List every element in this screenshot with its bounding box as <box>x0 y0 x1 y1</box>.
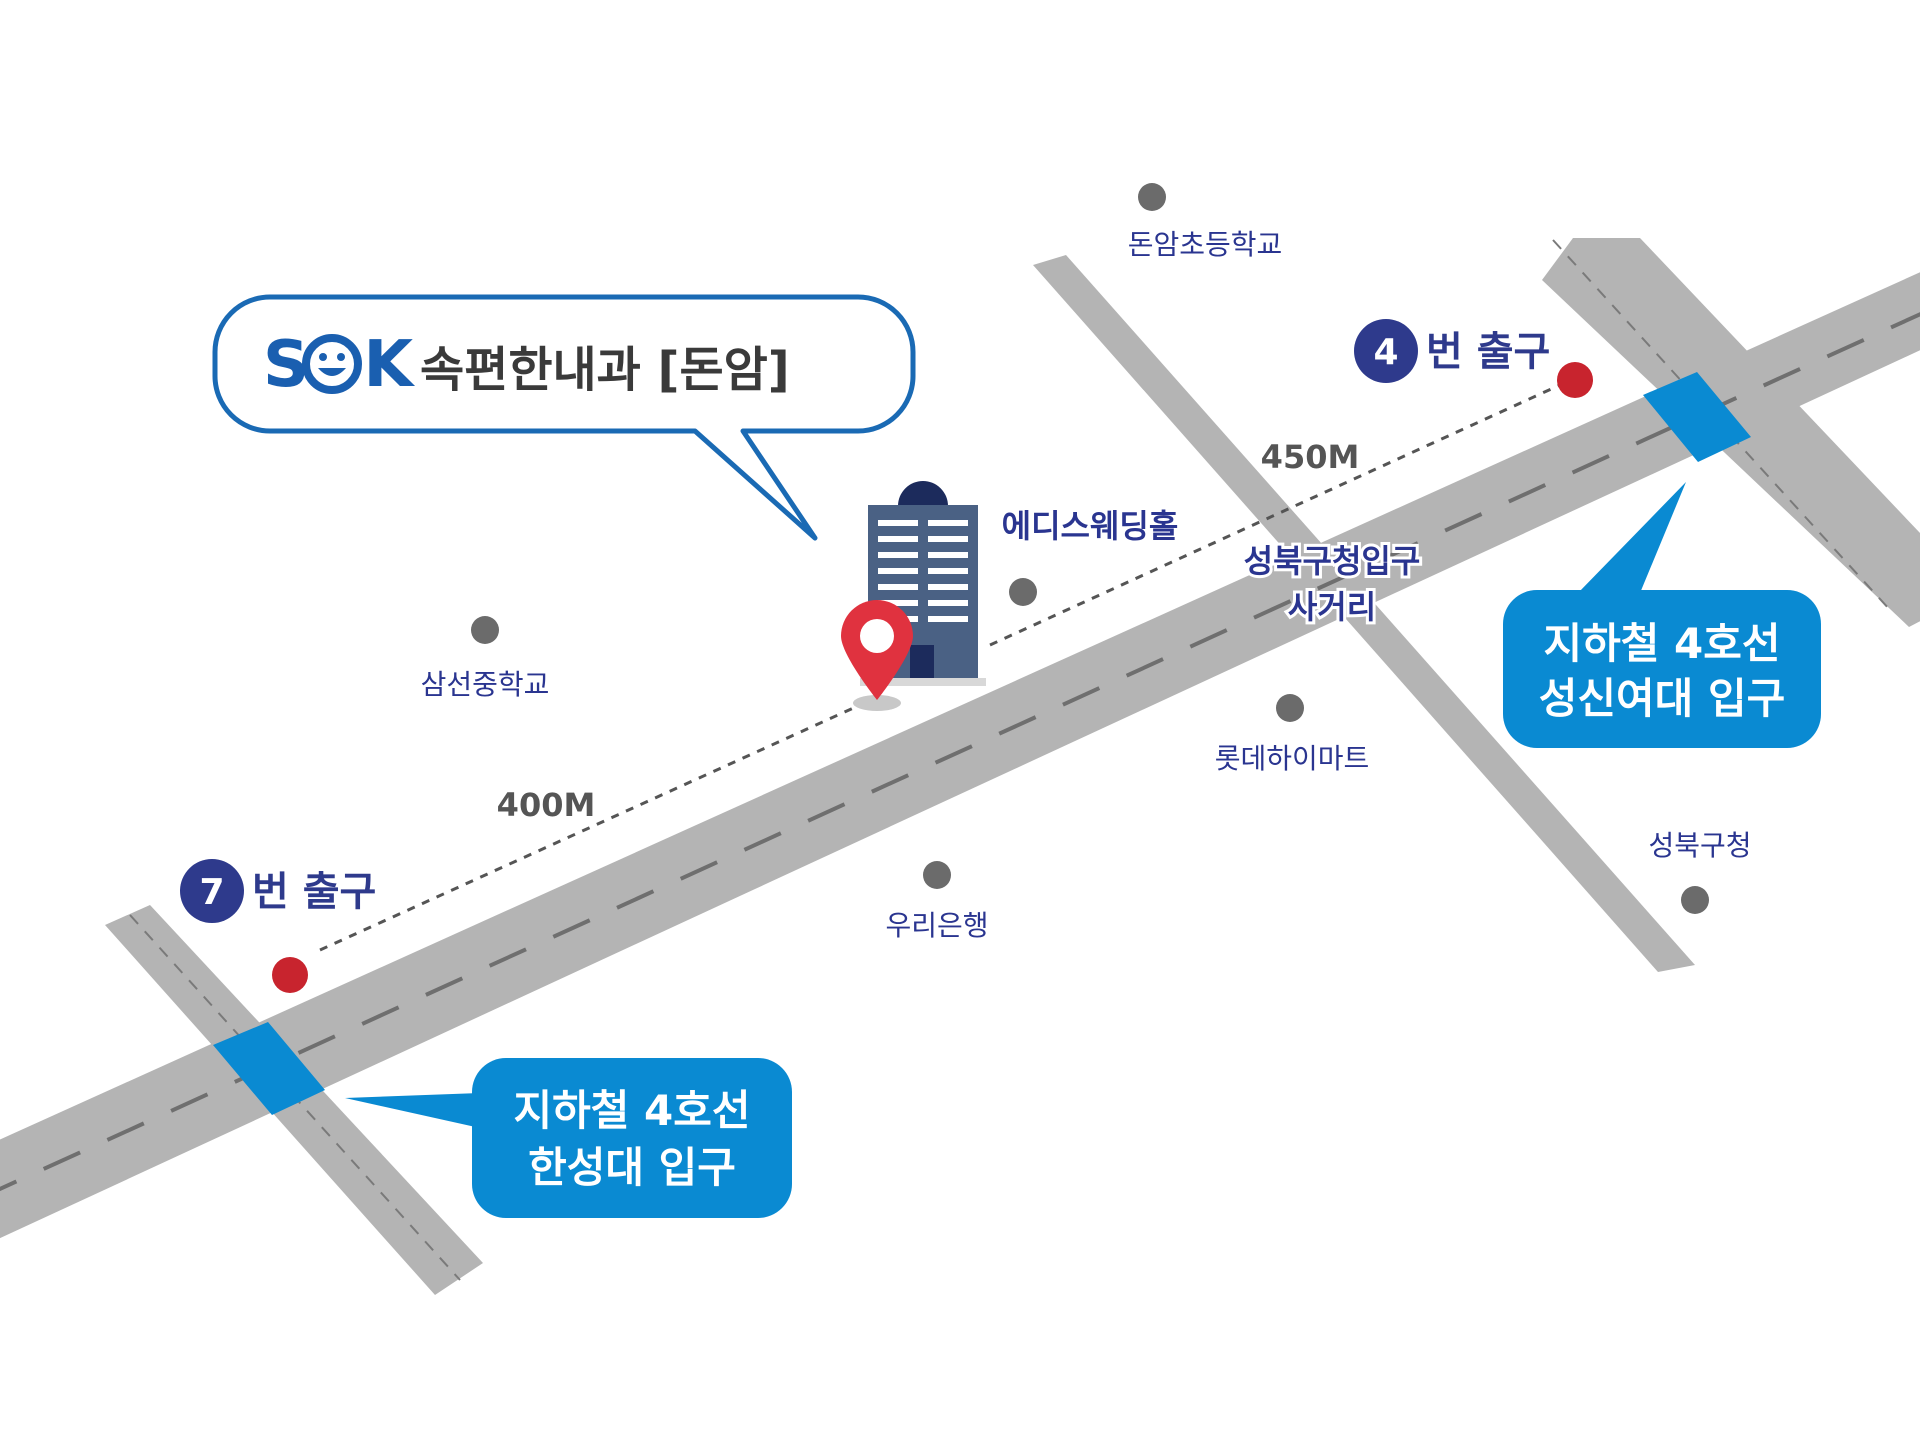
exit4-badge <box>1354 319 1418 383</box>
station-callout-sungshin: 지하철 4호선 성신여대 입구 <box>1503 482 1821 748</box>
building-door <box>910 645 934 680</box>
exit7-number: 7 <box>199 872 224 913</box>
crosswalk-west <box>213 1022 325 1115</box>
sungshin-callout-box <box>1503 590 1821 748</box>
intersection-label-line1: 성북구청입구 <box>1244 542 1421 580</box>
exit4-number: 4 <box>1373 332 1398 373</box>
hansung-callout-pointer <box>345 1093 480 1128</box>
clinic-callout-bubble <box>212 294 916 541</box>
distance-to-exit4: 450M <box>1261 438 1360 476</box>
distance-to-exit7: 400M <box>497 786 596 824</box>
poi-label-lotte-himart: 롯데하이마트 <box>1215 742 1370 775</box>
cross-road-center <box>1033 255 1695 972</box>
hansung-station-name: 한성대 입구 <box>528 1143 736 1192</box>
location-pin-icon <box>841 600 913 711</box>
station-callout-hansung: 지하철 4호선 한성대 입구 <box>345 1058 792 1218</box>
sungshin-station-name: 성신여대 입구 <box>1539 674 1785 723</box>
roads <box>0 238 1920 1295</box>
crosswalk-east <box>1643 372 1751 462</box>
poi-dot-woori-bank <box>923 861 951 889</box>
hansung-station-line: 지하철 4호선 <box>513 1086 750 1135</box>
smiley-face-icon <box>302 334 362 394</box>
poi-dot-lotte-himart <box>1276 694 1304 722</box>
main-road <box>0 272 1920 1239</box>
building-base <box>860 678 986 686</box>
exit7-badge <box>180 859 244 923</box>
points-of-interest: 돈암초등학교 삼선중학교 에디스웨딩홀 롯데하이마트 우리은행 성북구청 성북구… <box>421 183 1752 942</box>
exit4-marker: 4 번 출구 <box>1354 319 1550 383</box>
route-to-exit7 <box>319 703 861 952</box>
poi-label-seongbuk-office: 성북구청 <box>1648 829 1751 862</box>
poi-label-woori-bank: 우리은행 <box>885 909 988 942</box>
poi-dot-donam-elementary <box>1138 183 1166 211</box>
clinic-logo: SOK <box>263 328 416 402</box>
exit7-label: 번 출구 <box>252 869 376 915</box>
exit7-dot <box>272 957 308 993</box>
hansung-callout-box <box>472 1058 792 1218</box>
building-dome <box>898 481 948 506</box>
sungshin-station-line: 지하철 4호선 <box>1543 619 1780 668</box>
poi-dot-samsun-middle <box>471 616 499 644</box>
poi-label-samsun-middle: 삼선중학교 <box>421 668 550 701</box>
exit4-label: 번 출구 <box>1426 329 1550 375</box>
intersection-label-line2: 사거리 <box>1288 588 1376 626</box>
walking-routes <box>319 383 1561 952</box>
sungshin-callout-pointer <box>1578 482 1686 593</box>
poi-dot-seongbuk-office <box>1681 886 1709 914</box>
exit7-marker: 7 번 출구 <box>180 859 376 923</box>
clinic-callout: SOK 속편한내과 [돈암] <box>212 294 916 541</box>
poi-label-donam-elementary: 돈암초등학교 <box>1128 228 1283 261</box>
poi-dot-edis-wedding <box>1009 578 1037 606</box>
poi-label-edis-wedding: 에디스웨딩홀 <box>1002 507 1179 545</box>
main-road-centerline <box>0 312 1920 1192</box>
clinic-name: 속편한내과 [돈암] <box>420 342 790 398</box>
exit4-dot <box>1557 362 1593 398</box>
